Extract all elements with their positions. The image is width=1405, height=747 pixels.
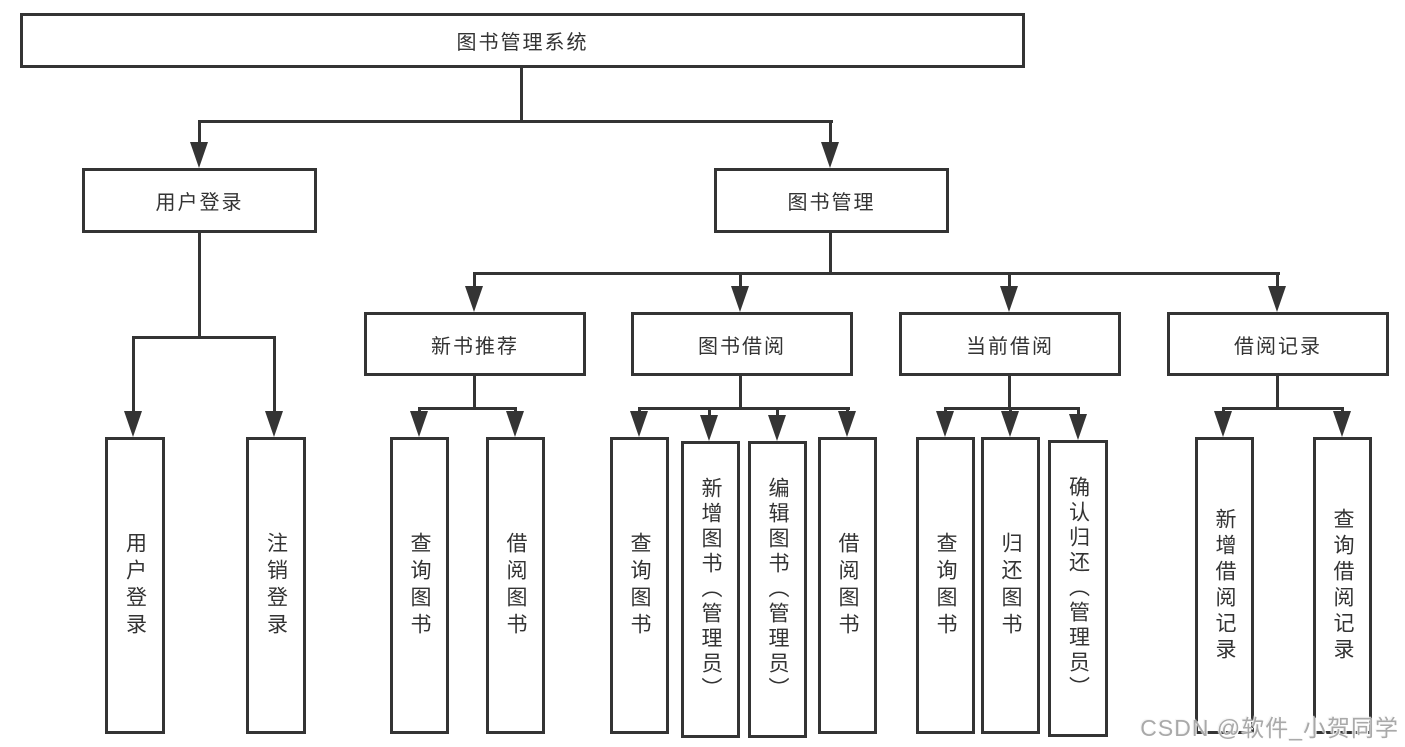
connector-line [638, 407, 850, 410]
node-root-library-system: 图书管理系统 [20, 13, 1025, 68]
connector-line [638, 407, 641, 413]
connector-line [473, 272, 476, 288]
arrow-down-icon [1069, 414, 1087, 440]
connector-line [473, 272, 1280, 275]
connector-line [418, 407, 421, 413]
connector-line [1222, 407, 1344, 410]
arrow-down-icon [821, 142, 839, 168]
connector-line [944, 407, 947, 413]
csdn-watermark: CSDN @软件_小贺同学 [1140, 715, 1399, 741]
arrow-down-icon [506, 411, 524, 437]
leaf-user-login: 用户登录 [105, 437, 165, 734]
connector-line [1276, 272, 1279, 288]
connector-line [846, 407, 849, 413]
leaf-query-books-borrow: 查询图书 [610, 437, 669, 734]
node-current-borrow: 当前借阅 [899, 312, 1121, 376]
arrow-down-icon [1214, 411, 1232, 437]
connector-line [739, 376, 742, 410]
arrow-down-icon [1268, 286, 1286, 312]
arrow-down-icon [265, 411, 283, 437]
connector-line [514, 407, 517, 413]
leaf-edit-books-admin: 编辑图书（管理员） [748, 441, 807, 738]
connector-line [829, 233, 832, 275]
connector-line [944, 407, 1080, 410]
leaf-borrow-books: 借阅图书 [818, 437, 877, 734]
connector-line [473, 376, 476, 410]
leaf-add-borrow-record: 新增借阅记录 [1195, 437, 1254, 734]
arrow-down-icon [838, 411, 856, 437]
leaf-add-books-admin: 新增图书（管理员） [681, 441, 740, 738]
arrow-down-icon [731, 286, 749, 312]
arrow-down-icon [700, 415, 718, 441]
connector-line [273, 336, 276, 413]
connector-line [1008, 376, 1011, 410]
connector-line [198, 233, 201, 339]
connector-line [829, 120, 832, 144]
connector-line [739, 272, 742, 288]
connector-line [1276, 376, 1279, 410]
arrow-down-icon [1333, 411, 1351, 437]
leaf-query-books-recommend: 查询图书 [390, 437, 449, 734]
node-book-management: 图书管理 [714, 168, 949, 233]
connector-line [520, 68, 523, 123]
arrow-down-icon [768, 415, 786, 441]
arrow-down-icon [124, 411, 142, 437]
connector-line [776, 407, 779, 417]
connector-line [198, 120, 833, 123]
node-user-login: 用户登录 [82, 168, 317, 233]
connector-line [708, 407, 711, 417]
leaf-confirm-return-admin: 确认归还（管理员） [1048, 440, 1108, 737]
arrow-down-icon [1000, 286, 1018, 312]
connector-line [1341, 407, 1344, 413]
arrow-down-icon [190, 142, 208, 168]
connector-line [418, 407, 517, 410]
arrow-down-icon [630, 411, 648, 437]
arrow-down-icon [410, 411, 428, 437]
arrow-down-icon [465, 286, 483, 312]
node-book-borrow: 图书借阅 [631, 312, 853, 376]
connector-line [1077, 407, 1080, 416]
connector-line [132, 336, 135, 413]
node-new-book-recommend: 新书推荐 [364, 312, 586, 376]
connector-line [198, 120, 201, 144]
arrow-down-icon [1001, 411, 1019, 437]
node-borrow-records: 借阅记录 [1167, 312, 1389, 376]
connector-line [132, 336, 276, 339]
leaf-logout: 注销登录 [246, 437, 306, 734]
connector-line [1009, 407, 1012, 413]
leaf-borrow-books-recommend: 借阅图书 [486, 437, 545, 734]
arrow-down-icon [936, 411, 954, 437]
connector-line [1008, 272, 1011, 288]
leaf-return-books: 归还图书 [981, 437, 1040, 734]
connector-line [1222, 407, 1225, 413]
leaf-query-borrow-record: 查询借阅记录 [1313, 437, 1372, 734]
leaf-query-books-current: 查询图书 [916, 437, 975, 734]
